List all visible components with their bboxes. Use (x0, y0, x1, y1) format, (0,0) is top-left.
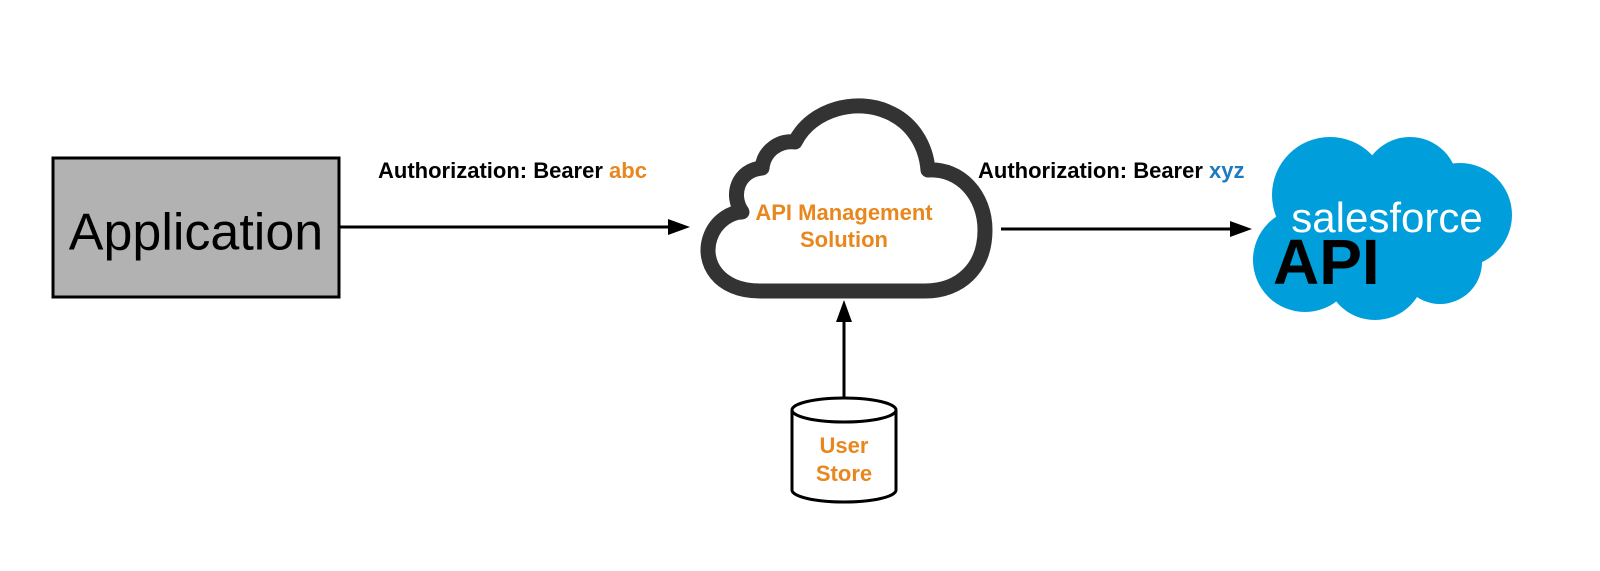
api-management-node[interactable]: API Management Solution (700, 98, 993, 299)
salesforce-api-label: API (1273, 226, 1380, 298)
salesforce-cloud-icon (1253, 137, 1512, 320)
api-management-label-line1: API Management (755, 200, 933, 225)
api-management-label-line2: Solution (800, 227, 888, 252)
user-store-label-line2: Store (816, 461, 872, 486)
arrowhead-icon (668, 219, 690, 235)
salesforce-brand-text: salesforce (1291, 194, 1482, 241)
salesforce-api-node[interactable]: salesforce API (1253, 137, 1512, 320)
application-label: Application (69, 204, 323, 262)
edge-app-to-apim: Authorization: Bearer abc (340, 158, 690, 235)
token-xyz: xyz (1209, 158, 1244, 183)
edge-apim-to-salesforce: Authorization: Bearer xyz (978, 158, 1252, 237)
token-abc: abc (609, 158, 647, 183)
edge-userstore-to-apim (836, 300, 852, 398)
edge-label-prefix: Authorization: Bearer (378, 158, 609, 183)
application-node[interactable]: Application (51, 156, 341, 299)
user-store-node[interactable]: User Store (790, 396, 898, 504)
edge-label-prefix: Authorization: Bearer (978, 158, 1209, 183)
arrowhead-icon (1230, 221, 1252, 237)
database-icon (790, 410, 898, 504)
cloud-icon (700, 98, 993, 299)
arrowhead-icon (836, 300, 852, 322)
user-store-label-line1: User (820, 433, 869, 458)
edge-label-apim-to-salesforce: Authorization: Bearer xyz (978, 158, 1245, 183)
edge-label-app-to-apim: Authorization: Bearer abc (378, 158, 647, 183)
